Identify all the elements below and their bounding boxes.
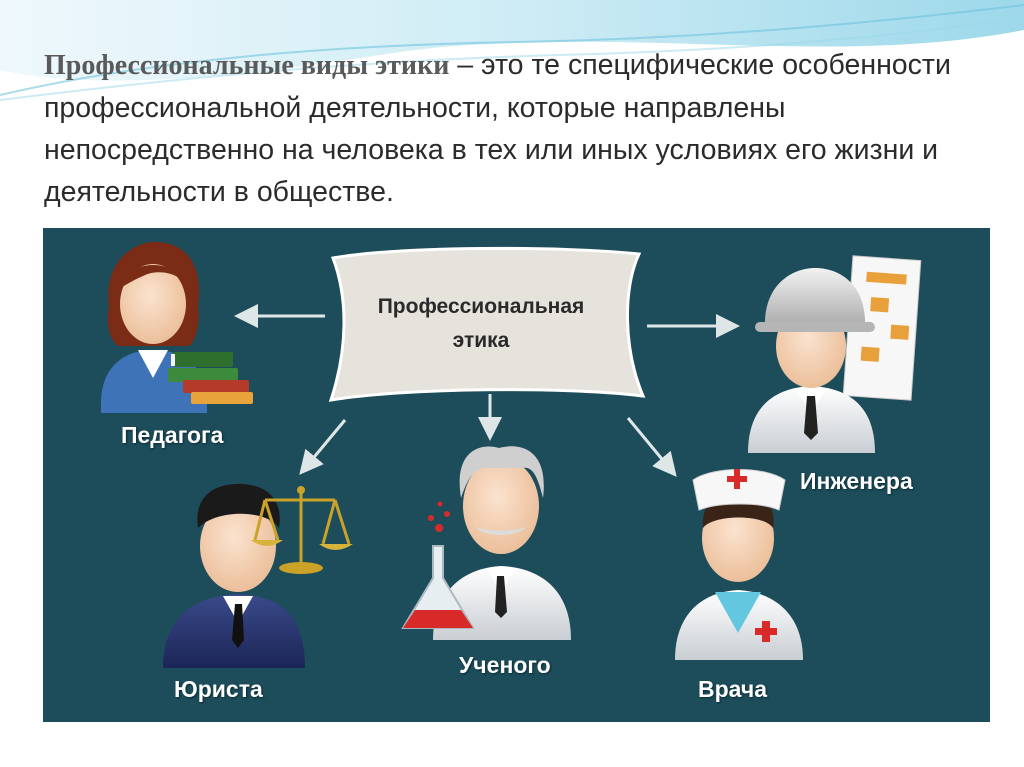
definition-paragraph: Профессиональные виды этики – это те спе…: [44, 44, 994, 213]
definition-body: – это те специфические особенности профе…: [44, 49, 951, 208]
label-lawyer: Юриста: [174, 676, 263, 702]
arrow-to-doctor: [626, 417, 677, 477]
definition-term: Профессиональные виды этики: [44, 50, 450, 81]
engineer-figure: [748, 255, 922, 453]
center-title-line2: этика: [452, 329, 510, 352]
label-teacher: Педагога: [121, 422, 224, 448]
center-plaque: [328, 246, 646, 402]
header-wave-decoration: [0, 0, 1024, 101]
lawyer-figure: [163, 483, 353, 668]
teacher-figure: [101, 241, 253, 413]
doctor-figure: [675, 469, 803, 660]
center-title: Профессиональная этика: [339, 290, 623, 358]
ethics-diagram-panel: Профессиональная этика Педагога Инженера…: [43, 228, 990, 722]
scientist-figure: [401, 446, 571, 640]
center-title-line1: Профессиональная: [377, 295, 585, 318]
label-doctor: Врача: [698, 676, 768, 702]
label-scientist: Ученого: [459, 652, 551, 678]
label-engineer: Инженера: [800, 468, 913, 494]
arrow-to-lawyer: [299, 419, 347, 475]
diagram-graphics: [101, 241, 922, 668]
